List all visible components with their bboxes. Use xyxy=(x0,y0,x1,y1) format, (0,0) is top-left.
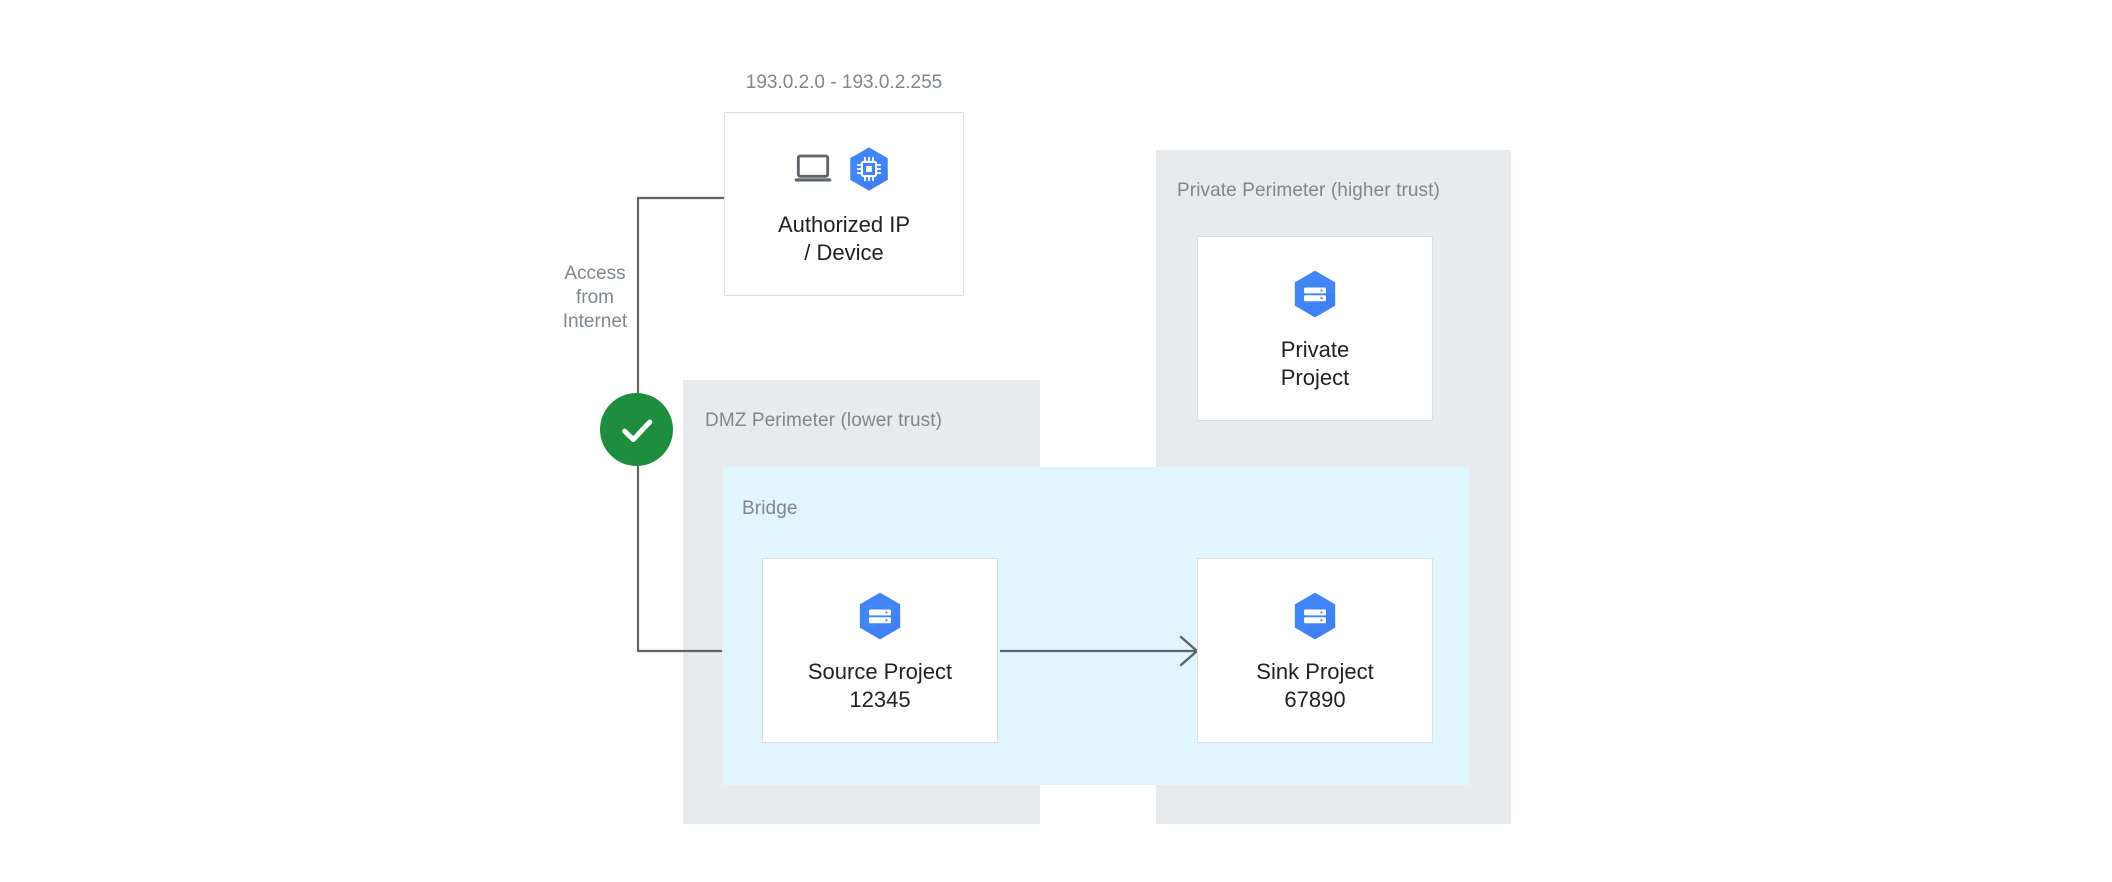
sink-project-icon-group xyxy=(1287,588,1343,644)
dmz-perimeter-label: DMZ Perimeter (lower trust) xyxy=(705,410,943,431)
check-circle-icon xyxy=(600,393,673,466)
gcp-project-hexagon-icon xyxy=(852,588,908,644)
access-from-internet-label: Access from Internet xyxy=(562,263,628,332)
authorized-ip-device-label: Authorized IP / Device xyxy=(777,212,911,265)
source-project-label: Source Project 12345 xyxy=(807,658,953,712)
private-project-label: Private Project xyxy=(1280,336,1350,390)
device-icon-group xyxy=(793,141,895,197)
gcp-compute-hexagon-icon xyxy=(843,143,895,195)
private-perimeter-label: Private Perimeter (higher trust) xyxy=(1177,180,1440,201)
gcp-project-hexagon-icon xyxy=(1287,266,1343,322)
authorized-ip-range-caption: 193.0.2.0 - 193.0.2.255 xyxy=(745,72,943,93)
laptop-icon xyxy=(793,152,833,186)
source-project-card[interactable]: Source Project 12345 xyxy=(762,558,998,743)
private-project-icon-group xyxy=(1287,266,1343,322)
sink-project-label: Sink Project 67890 xyxy=(1256,658,1374,712)
bridge-label: Bridge xyxy=(742,498,798,519)
source-project-icon-group xyxy=(852,588,908,644)
sink-project-card[interactable]: Sink Project 67890 xyxy=(1197,558,1433,743)
authorized-ip-device-card[interactable]: Authorized IP / Device xyxy=(724,112,964,296)
private-project-card[interactable]: Private Project xyxy=(1197,236,1433,421)
gcp-project-hexagon-icon xyxy=(1287,588,1343,644)
